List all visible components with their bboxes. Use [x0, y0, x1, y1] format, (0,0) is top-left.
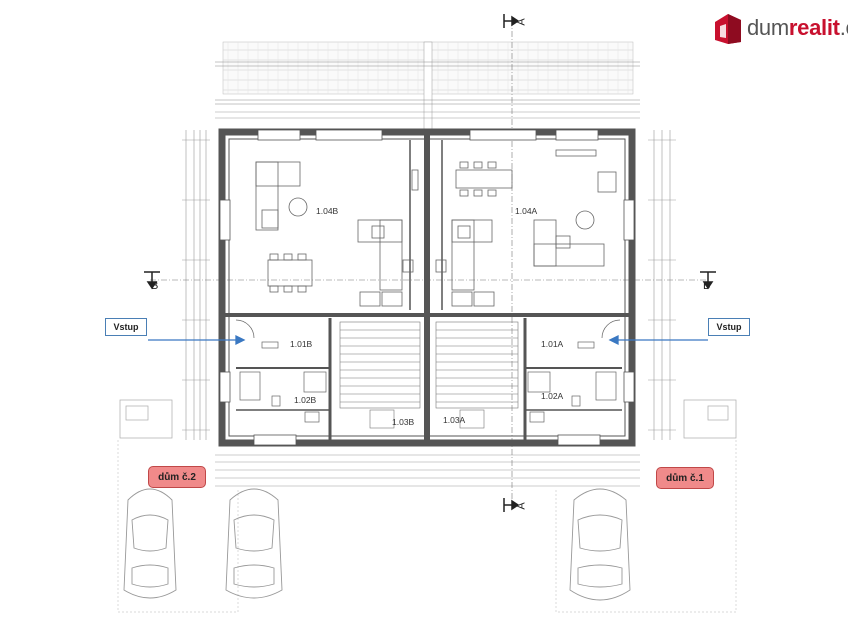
room-label: 1.03A — [443, 415, 466, 425]
cars — [123, 488, 631, 601]
pergola-hatch — [215, 41, 640, 131]
stairs — [339, 321, 519, 429]
entrance-arrows — [148, 334, 708, 346]
room-label: 1.02A — [541, 391, 564, 401]
section-label-right: B — [703, 280, 711, 292]
dumrealit-logo[interactable]: dumrealit.c — [713, 8, 848, 48]
entrance-label-left: Vstup — [105, 318, 147, 336]
room-label: 1.02B — [294, 395, 317, 405]
room-label: 1.04A — [515, 206, 538, 216]
entrance-label-right: Vstup — [708, 318, 750, 336]
room-label: 1.03B — [392, 417, 415, 427]
logo-text: dumrealit.c — [747, 15, 848, 40]
house-logo-icon — [715, 14, 741, 44]
section-label-bottom: A — [515, 502, 528, 510]
section-markers — [144, 14, 716, 512]
windows — [219, 129, 635, 446]
car-left-1 — [123, 488, 177, 599]
section-label-left: B — [151, 280, 159, 292]
bathroom-fixtures — [235, 319, 621, 423]
house-label-left: dům č.2 — [148, 466, 206, 488]
building-walls — [218, 128, 636, 447]
house-label-right: dům č.1 — [656, 467, 714, 489]
room-label: 1.01B — [290, 339, 313, 349]
yards — [117, 399, 737, 613]
room-label: 1.04B — [316, 206, 339, 216]
furniture-left — [255, 161, 419, 307]
room-label: 1.01A — [541, 339, 564, 349]
dimension-lines — [182, 111, 676, 487]
furniture-right — [435, 149, 617, 307]
section-label-top: A — [515, 18, 528, 26]
car-left-2 — [225, 488, 283, 599]
car-right — [569, 488, 631, 601]
